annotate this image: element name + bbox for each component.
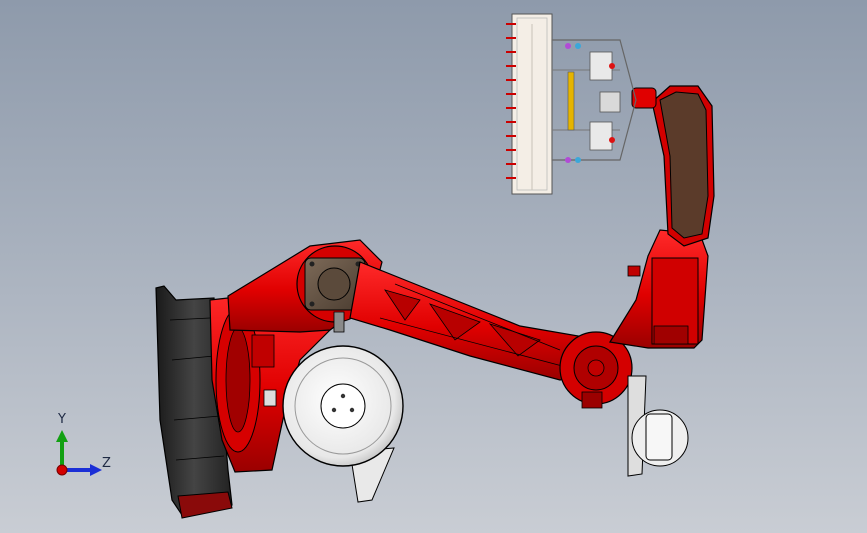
upper-arm[interactable] [349, 261, 601, 381]
shoulder-motor[interactable] [304, 257, 366, 333]
gripper-pins [506, 23, 533, 190]
wrist-link[interactable] [631, 85, 715, 247]
gripper-end-effector[interactable] [511, 13, 637, 195]
z-axis-arrowhead [90, 464, 102, 476]
x-axis-origin-icon [56, 464, 68, 476]
y-axis-arrowhead [56, 430, 68, 442]
wrist-motor-cover[interactable] [627, 375, 689, 477]
robot-waist[interactable] [209, 289, 331, 473]
elbow-joint[interactable] [559, 331, 633, 409]
forearm[interactable] [609, 229, 709, 349]
y-axis-label: Y [58, 412, 66, 427]
axis-triad [56, 430, 102, 476]
balancer-wheel[interactable] [282, 345, 404, 503]
z-axis-label: Z [102, 456, 111, 471]
